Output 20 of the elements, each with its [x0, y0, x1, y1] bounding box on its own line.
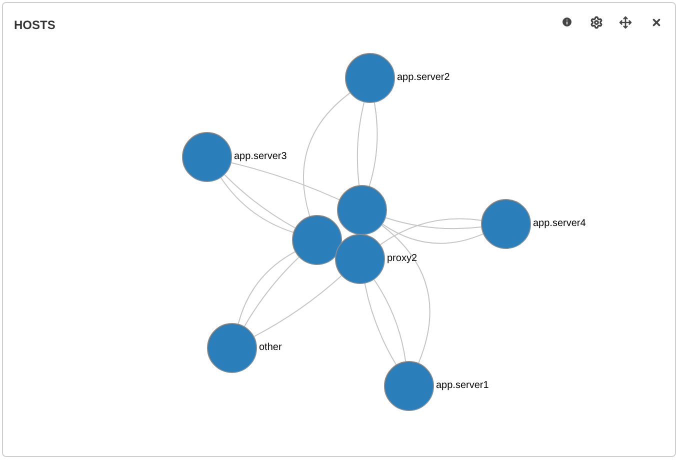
connector-line [238, 251, 296, 324]
node-label: proxy2 [387, 254, 418, 264]
connector-line [382, 224, 484, 244]
connector-line [385, 217, 482, 230]
connector-line [364, 283, 397, 366]
connector-line [303, 92, 350, 217]
node-label: app.server4 [533, 219, 586, 229]
panel-title: HOSTS [14, 17, 56, 34]
connector-line [381, 224, 430, 364]
connector-line [244, 256, 300, 327]
node-label: app.server3 [234, 152, 287, 162]
connector-line [230, 162, 340, 200]
connector-line [356, 102, 365, 186]
connector-line [380, 218, 482, 246]
connector-line [254, 275, 342, 337]
connector-line [374, 279, 406, 362]
node-label: app.server1 [436, 381, 489, 391]
node-label: other [259, 343, 282, 353]
connector-line [368, 102, 378, 187]
node-label: app.server2 [397, 73, 450, 83]
